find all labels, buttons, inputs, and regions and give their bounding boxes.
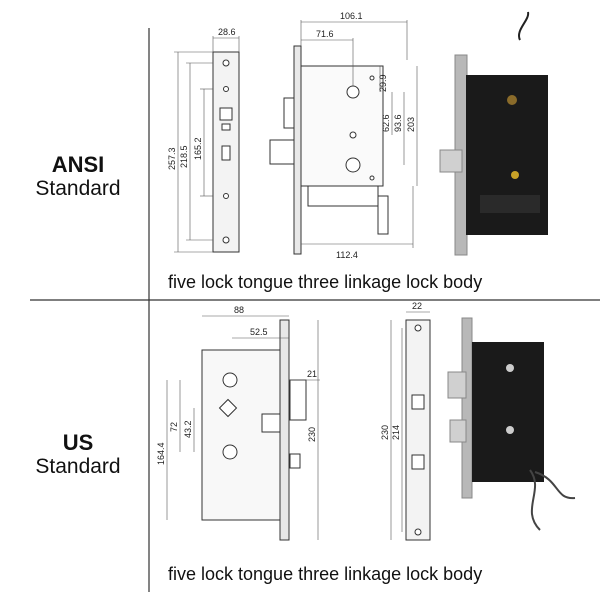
ansi-caption: five lock tongue three linkage lock body bbox=[168, 272, 483, 292]
us-caption: five lock tongue three linkage lock body bbox=[168, 564, 483, 584]
us-row-label: US Standard bbox=[18, 430, 138, 479]
ansi-lock-photo bbox=[439, 11, 548, 256]
ansi-dim-faceplate-height-2: 218.5 bbox=[179, 145, 189, 168]
us-dim-vertical-2: 72 bbox=[169, 422, 179, 432]
us-dim-backset: 52.5 bbox=[250, 327, 268, 337]
us-title: US bbox=[62, 430, 94, 455]
us-dim-vertical-3: 164.4 bbox=[156, 442, 166, 465]
us-dim-faceplate-height-2: 214 bbox=[391, 425, 401, 440]
ansi-title: ANSI bbox=[51, 152, 105, 177]
ansi-dim-body-width: 106.1 bbox=[340, 11, 363, 21]
us-dim-body-width: 88 bbox=[234, 305, 244, 315]
us-dim-vertical-1: 43.2 bbox=[183, 420, 193, 438]
us-dim-latch-offset: 21 bbox=[307, 369, 317, 379]
ansi-row-label: ANSI Standard bbox=[18, 152, 138, 201]
ansi-body-drawing bbox=[269, 20, 418, 255]
us-dim-faceplate-width: 22 bbox=[412, 301, 422, 311]
ansi-dim-vertical-2: 62.6 bbox=[381, 114, 391, 132]
ansi-dim-faceplate-height-3: 165.2 bbox=[193, 137, 203, 160]
us-subtitle: Standard bbox=[35, 455, 121, 479]
ansi-dim-vertical-1: 29.9 bbox=[378, 74, 388, 92]
us-dim-faceplate-height-1: 230 bbox=[380, 425, 390, 440]
us-faceplate-drawing bbox=[390, 311, 431, 541]
ansi-dim-backset: 71.6 bbox=[316, 29, 334, 39]
ansi-dim-vertical-4: 203 bbox=[406, 117, 416, 132]
us-lock-photo bbox=[447, 317, 576, 531]
ansi-dim-bottom-width: 112.4 bbox=[336, 250, 358, 260]
ansi-dim-vertical-3: 93.6 bbox=[393, 114, 403, 132]
ansi-faceplate-drawing bbox=[174, 36, 240, 253]
ansi-subtitle: Standard bbox=[35, 177, 121, 201]
us-dim-body-height: 230 bbox=[307, 427, 317, 442]
ansi-dim-faceplate-height-1: 257.3 bbox=[167, 147, 177, 170]
ansi-dim-faceplate-width: 28.6 bbox=[218, 27, 236, 37]
us-body-drawing bbox=[166, 315, 320, 541]
